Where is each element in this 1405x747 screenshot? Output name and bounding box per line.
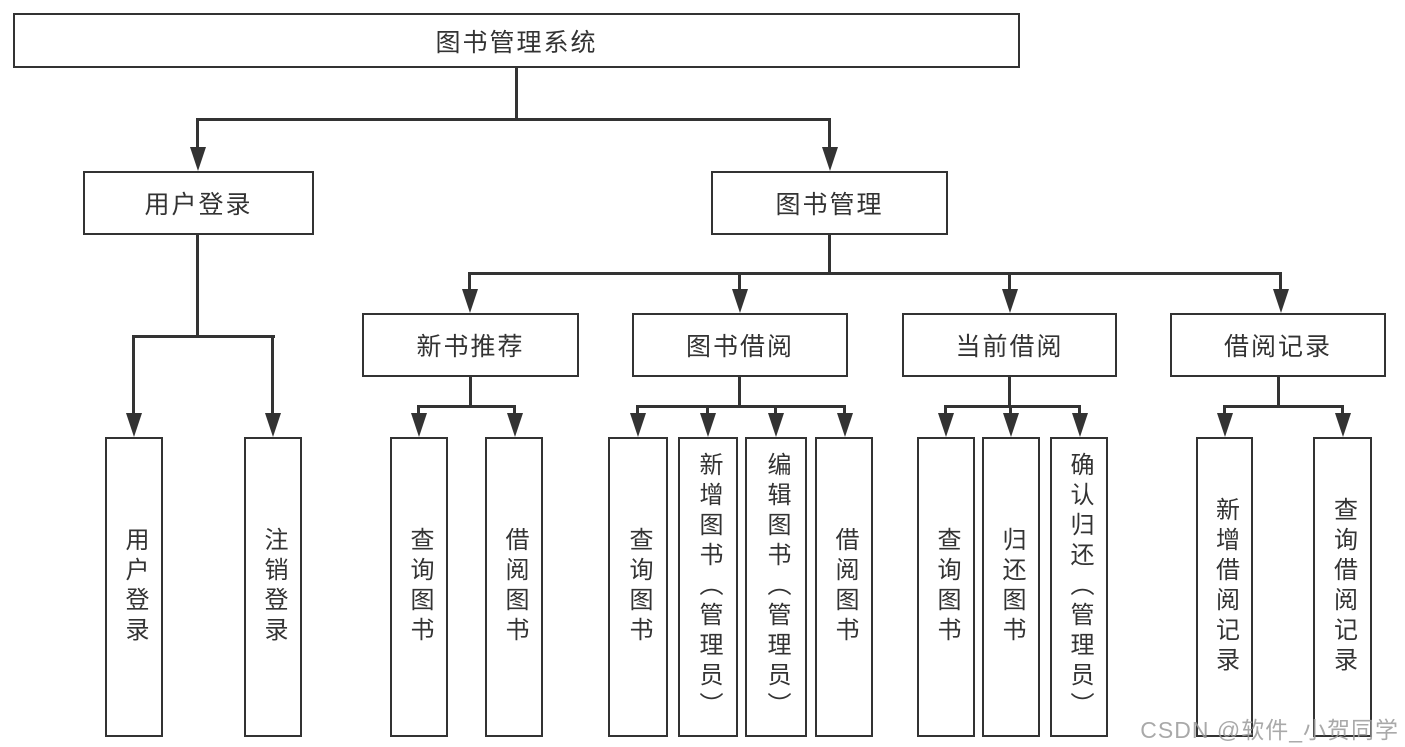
node-user-login: 用户登录 <box>83 171 314 235</box>
arrow-down-icon <box>636 405 639 413</box>
arrow-down-icon <box>843 405 846 413</box>
node-leaf-edit-books-admin: 编辑图书（管理员） <box>745 437 807 737</box>
node-leaf-borrow-books: 借阅图书 <box>485 437 543 737</box>
arrow-down-icon <box>1008 272 1011 289</box>
arrow-down-icon <box>271 335 274 413</box>
connector-line <box>1277 377 1280 408</box>
arrow-down-icon <box>738 272 741 289</box>
connector-line <box>196 234 199 338</box>
arrow-down-icon <box>1223 405 1226 413</box>
node-book-management: 图书管理 <box>711 171 948 235</box>
node-new-book-recommend: 新书推荐 <box>362 313 579 377</box>
node-borrow-records: 借阅记录 <box>1170 313 1386 377</box>
connector-line <box>196 118 831 121</box>
connector-line <box>515 68 518 121</box>
arrow-down-icon <box>706 405 709 413</box>
arrow-down-icon <box>1341 405 1344 413</box>
csdn-watermark: CSDN @软件_小贺同学 <box>1140 717 1399 743</box>
arrow-down-icon <box>774 405 777 413</box>
arrow-down-icon <box>513 405 516 413</box>
node-leaf-borrow-books: 借阅图书 <box>815 437 873 737</box>
connector-line <box>828 234 831 275</box>
connector-line <box>132 335 275 338</box>
arrow-down-icon <box>132 335 135 413</box>
connector-line <box>417 405 516 408</box>
arrow-down-icon <box>1009 405 1012 413</box>
connector-line <box>1223 405 1344 408</box>
node-leaf-add-books-admin: 新增图书（管理员） <box>678 437 738 737</box>
arrow-down-icon <box>196 118 199 147</box>
connector-line <box>636 405 846 408</box>
arrow-down-icon <box>417 405 420 413</box>
arrow-down-icon <box>828 118 831 147</box>
node-leaf-logout: 注销登录 <box>244 437 302 737</box>
arrow-down-icon <box>468 272 471 289</box>
node-book-borrow: 图书借阅 <box>632 313 848 377</box>
arrow-down-icon <box>1279 272 1282 289</box>
node-leaf-confirm-return-admin: 确认归还（管理员） <box>1050 437 1108 737</box>
node-leaf-add-borrow-record: 新增借阅记录 <box>1196 437 1253 737</box>
node-leaf-user-login: 用户登录 <box>105 437 163 737</box>
node-leaf-query-books: 查询图书 <box>390 437 448 737</box>
node-leaf-query-borrow-record: 查询借阅记录 <box>1313 437 1372 737</box>
node-leaf-query-books: 查询图书 <box>608 437 668 737</box>
connector-line <box>468 272 1282 275</box>
arrow-down-icon <box>1078 405 1081 413</box>
connector-line <box>1008 377 1011 408</box>
node-library-system-root: 图书管理系统 <box>13 13 1020 68</box>
connector-line <box>738 377 741 408</box>
connector-line <box>469 377 472 408</box>
node-leaf-query-books: 查询图书 <box>917 437 975 737</box>
node-leaf-return-books: 归还图书 <box>982 437 1040 737</box>
arrow-down-icon <box>944 405 947 413</box>
connector-line <box>944 405 1081 408</box>
node-current-borrow: 当前借阅 <box>902 313 1117 377</box>
